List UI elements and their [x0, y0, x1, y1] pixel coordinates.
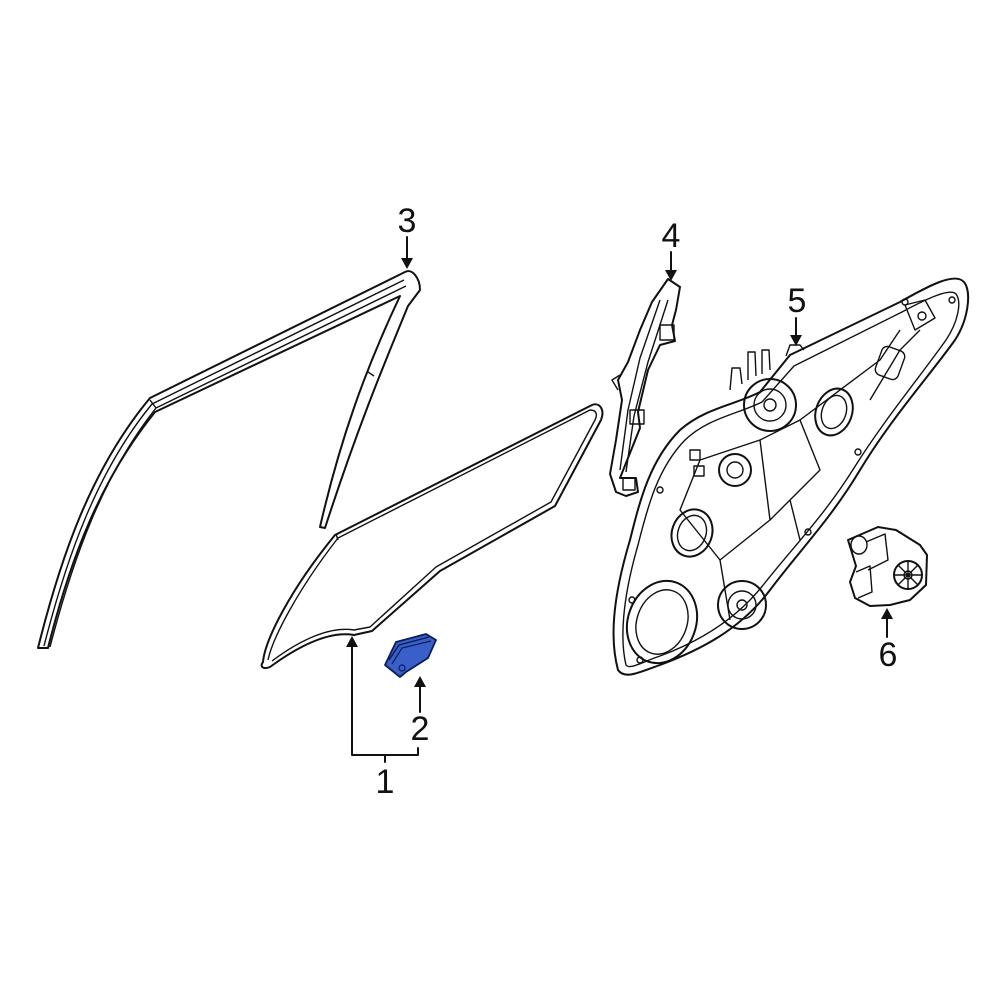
callout-5-label: 5	[787, 282, 807, 320]
callout-4-label: 4	[661, 217, 681, 255]
callout-2-label: 2	[410, 710, 430, 748]
callout-3-label: 3	[397, 202, 417, 240]
callout-1-label: 1	[375, 763, 395, 801]
door-glass-part[interactable]	[260, 403, 604, 670]
window-motor-part[interactable]	[847, 526, 928, 607]
callout-6-label: 6	[878, 636, 898, 674]
run-channel-part[interactable]	[37, 270, 421, 649]
leader-lines	[346, 236, 893, 763]
guide-rail-part[interactable]	[609, 278, 681, 497]
glass-clip-part[interactable]	[384, 633, 437, 678]
regulator-panel-part[interactable]	[612, 277, 970, 676]
